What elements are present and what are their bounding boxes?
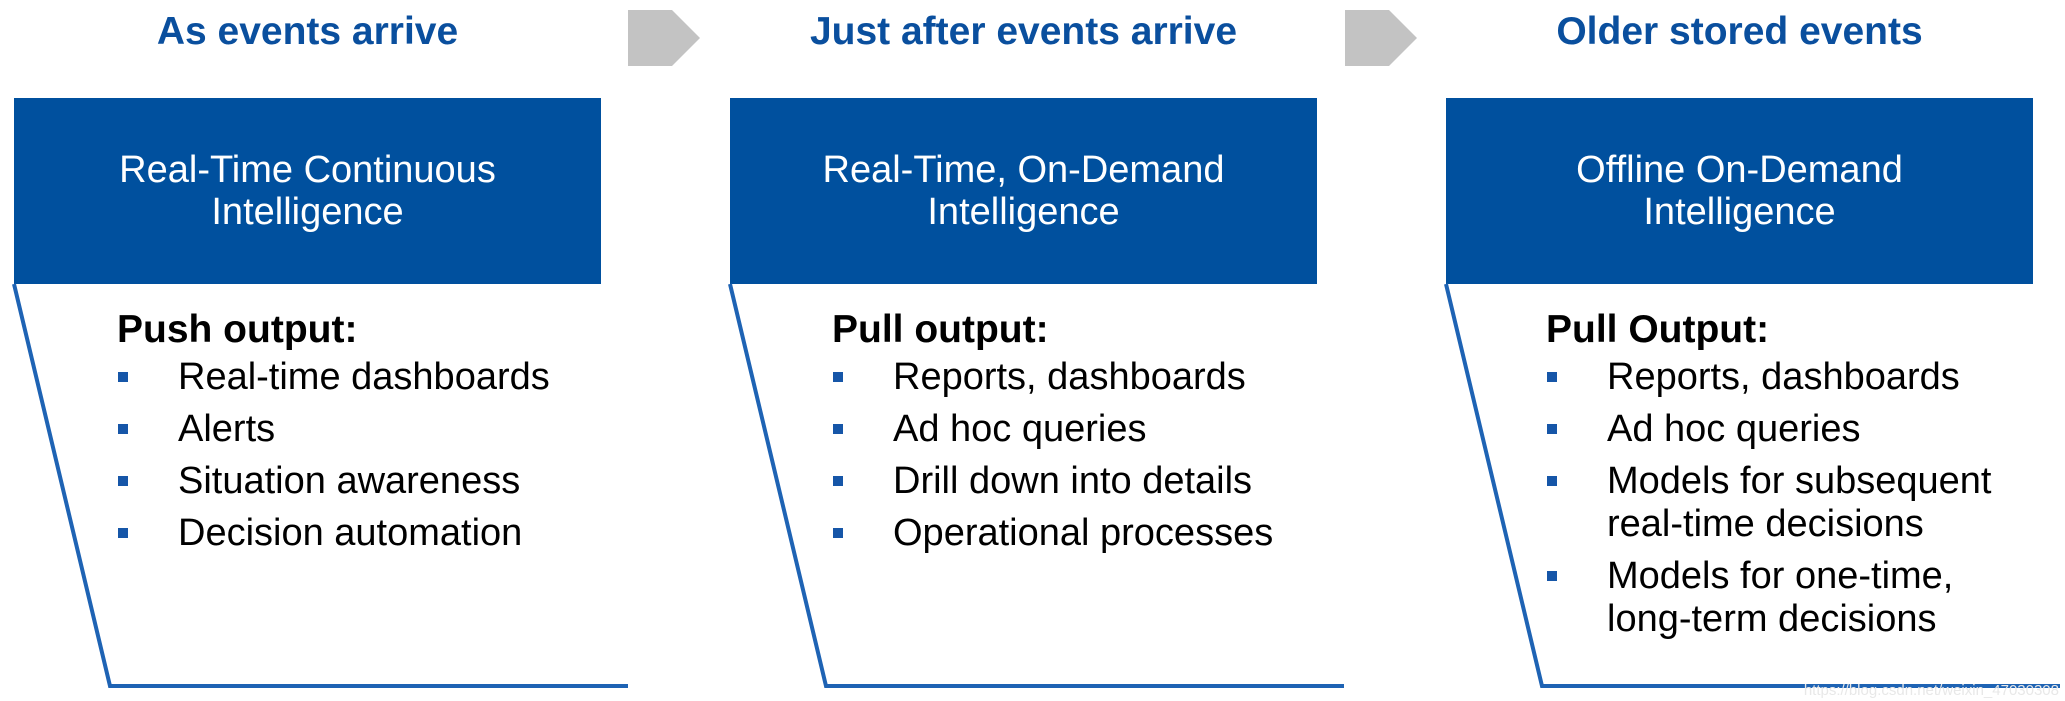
- bullet-text-line: Real-time dashboards: [178, 356, 550, 398]
- list-item: Models for one-time, long-term decisions: [1546, 555, 1991, 641]
- bullet-square-icon: [1547, 571, 1557, 581]
- list-item: Models for subsequent real-time decision…: [1546, 460, 1991, 546]
- list-item: Operational processes: [832, 512, 1273, 555]
- bullet-text-line: Reports, dashboards: [1607, 356, 1960, 398]
- chevron-right-arrow-icon: [628, 10, 700, 66]
- list-item: Alerts: [117, 408, 550, 451]
- bullet-text-line: long-term decisions: [1607, 598, 1937, 640]
- stage-3-bullet-list: Reports, dashboards Ad hoc queries Model…: [1546, 356, 1991, 641]
- stage-2-title: Just after events arrive: [809, 10, 1238, 53]
- bullet-square-icon: [118, 528, 128, 538]
- stage-1-title: As events arrive: [156, 10, 459, 53]
- stage-2-panel: Pull output: Reports, dashboards Ad hoc …: [832, 306, 1273, 564]
- stage-2-panel-outline: [728, 283, 1344, 688]
- bullet-text-line: Reports, dashboards: [893, 356, 1246, 398]
- bullet-square-icon: [833, 372, 843, 382]
- stage-1-panel-outline: [12, 283, 628, 688]
- bullet-square-icon: [833, 424, 843, 434]
- list-item: Ad hoc queries: [832, 408, 1273, 451]
- list-item: Drill down into details: [832, 460, 1273, 503]
- stage-3-header-line-1: Offline On-Demand: [1576, 149, 1903, 191]
- bullet-square-icon: [1547, 476, 1557, 486]
- list-item: Ad hoc queries: [1546, 408, 1991, 451]
- bullet-text-line: Operational processes: [893, 512, 1274, 554]
- stage-2-output-label: Pull output:: [832, 308, 1049, 351]
- stage-2-header-line-2: Intelligence: [927, 191, 1120, 233]
- stage-1-panel: Push output: Real-time dashboards Alerts…: [117, 306, 550, 564]
- stage-1-header-line-1: Real-Time Continuous: [119, 149, 496, 191]
- bullet-square-icon: [1547, 424, 1557, 434]
- stage-1-output-label: Push output:: [117, 308, 358, 351]
- list-item: Real-time dashboards: [117, 356, 550, 399]
- stage-1-header-line-2: Intelligence: [211, 191, 404, 233]
- stage-1-header: Real-Time Continuous Intelligence: [14, 98, 601, 284]
- list-item: Situation awareness: [117, 460, 550, 503]
- stage-1-bullet-list: Real-time dashboards Alerts Situation aw…: [117, 356, 550, 555]
- bullet-square-icon: [118, 424, 128, 434]
- list-item: Reports, dashboards: [1546, 356, 1991, 399]
- bullet-text-line: Situation awareness: [178, 460, 521, 502]
- stage-3-header-line-2: Intelligence: [1643, 191, 1836, 233]
- bullet-square-icon: [118, 476, 128, 486]
- bullet-square-icon: [833, 528, 843, 538]
- chevron-right-arrow-icon: [1345, 10, 1417, 66]
- bullet-text-line: Decision automation: [178, 512, 523, 554]
- bullet-square-icon: [1547, 372, 1557, 382]
- stage-2-header: Real-Time, On-Demand Intelligence: [730, 98, 1317, 284]
- stage-3-header: Offline On-Demand Intelligence: [1446, 98, 2033, 284]
- stage-3-title: Older stored events: [1556, 10, 1923, 53]
- bullet-text-line: Ad hoc queries: [1607, 408, 1861, 450]
- stage-3-output-label: Pull Output:: [1546, 308, 1770, 351]
- list-item: Decision automation: [117, 512, 550, 555]
- bullet-text-line: Drill down into details: [893, 460, 1253, 502]
- stage-3-panel: Pull Output: Reports, dashboards Ad hoc …: [1546, 306, 1991, 650]
- bullet-square-icon: [833, 476, 843, 486]
- list-item: Reports, dashboards: [832, 356, 1273, 399]
- stage-3-panel-outline: [1444, 283, 2060, 688]
- watermark-text: https://blog.csdn.net/weixin_47030308: [1803, 682, 2059, 699]
- bullet-text-line: Ad hoc queries: [893, 408, 1147, 450]
- bullet-text-line: Models for subsequent: [1607, 460, 1992, 502]
- stage-2-bullet-list: Reports, dashboards Ad hoc queries Drill…: [832, 356, 1273, 555]
- bullet-square-icon: [118, 372, 128, 382]
- bullet-text-line: real-time decisions: [1607, 503, 1924, 545]
- bullet-text-line: Models for one-time,: [1607, 555, 1954, 597]
- bullet-text-line: Alerts: [178, 408, 276, 450]
- stage-2-header-line-1: Real-Time, On-Demand: [822, 149, 1225, 191]
